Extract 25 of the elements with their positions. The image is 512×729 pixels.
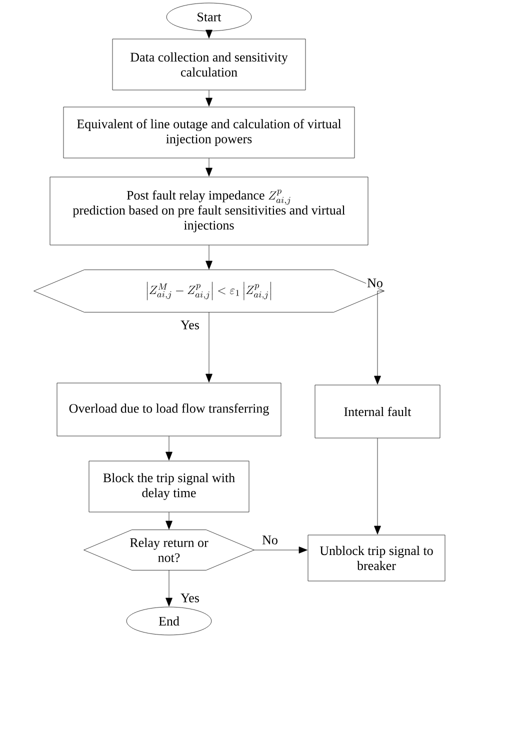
edge-label: Yes — [180, 320, 200, 330]
edge-label: Yes — [180, 592, 200, 604]
arrow — [166, 512, 172, 530]
process-box: Data collection and sensitivity calculation — [112, 38, 306, 90]
process-box: Unblock trip signal to breaker — [308, 534, 446, 582]
arrow — [206, 90, 212, 106]
arrow — [254, 546, 308, 554]
process-box: Overload due to load flow transferring — [56, 382, 282, 436]
edge-label: No — [366, 278, 384, 288]
arrow — [374, 438, 381, 534]
process-box: Equivalent of line outage and calculation of virtual injection powers — [63, 106, 355, 158]
arrow — [206, 30, 212, 38]
process-box: Block the trip signal with delay time — [88, 460, 250, 512]
arrow — [206, 245, 212, 270]
edge-label: No — [261, 534, 279, 546]
arrow — [166, 436, 172, 460]
arrow — [166, 570, 172, 606]
decision-hexagon: Relay return or not? — [84, 530, 254, 570]
arrow — [206, 312, 212, 382]
process-box: Internal fault — [314, 384, 440, 438]
terminal-oval: End — [126, 606, 212, 636]
arrow — [206, 158, 212, 176]
arrow — [374, 290, 384, 384]
process-box: Post fault relay impedance $Z^{p}_{ai,j}$ prediction based on pre fault sensitivities and virtual injections — [50, 176, 368, 246]
terminal-oval: Start — [166, 2, 252, 32]
